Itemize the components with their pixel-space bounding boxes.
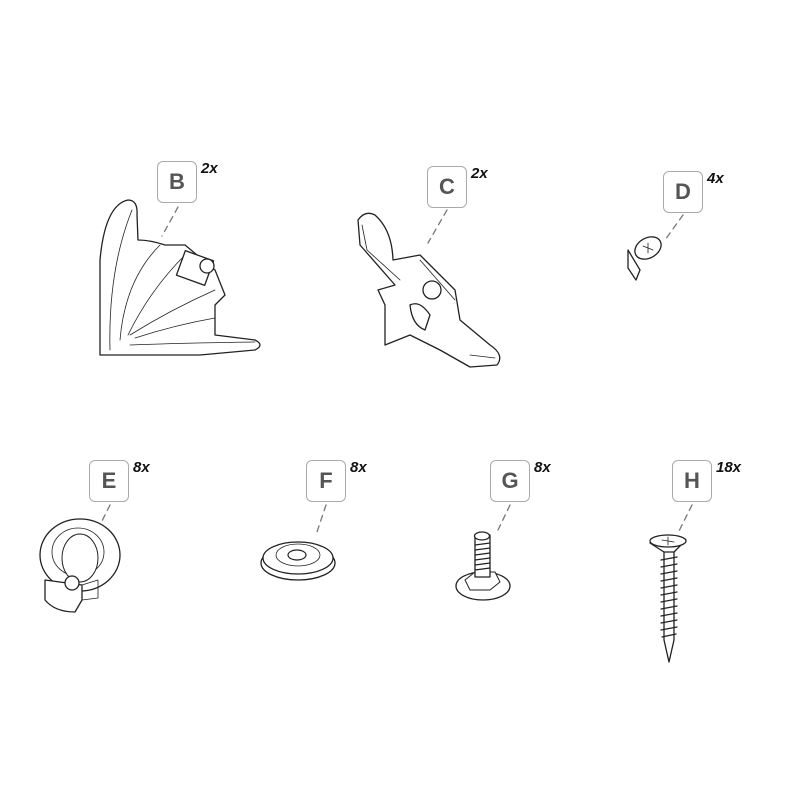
part-label: H — [672, 460, 712, 502]
short-screw-icon — [627, 214, 684, 281]
part-label: B — [157, 161, 197, 203]
part-count: 8x — [350, 459, 367, 476]
part-label: C — [427, 166, 467, 208]
part-count: 2x — [201, 160, 218, 177]
part-count: 2x — [471, 165, 488, 182]
part-count: 18x — [716, 459, 742, 476]
washer-icon — [260, 504, 336, 581]
wood-screw-icon — [649, 504, 693, 663]
part-label: F — [306, 460, 346, 502]
eye-nut-icon — [39, 504, 121, 613]
part-label: D — [663, 171, 703, 213]
carriage-bolt-icon — [455, 504, 511, 601]
part-count: 8x — [534, 459, 551, 476]
part-label: E — [89, 460, 129, 502]
part-count: 8x — [133, 459, 150, 476]
clip-bracket-icon — [357, 209, 501, 368]
part-count: 4x — [707, 170, 724, 187]
part-label: G — [490, 460, 530, 502]
corner-bracket-icon — [99, 199, 261, 356]
